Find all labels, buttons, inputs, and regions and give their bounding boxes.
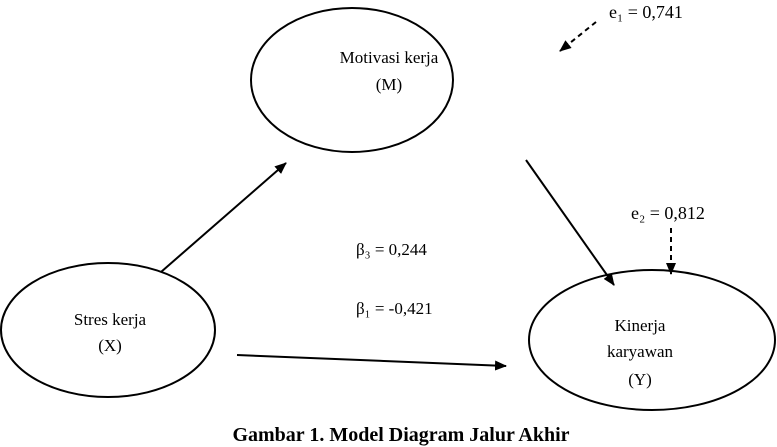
node-kinerja-karyawan: Kinerja karyawan (Y)	[528, 269, 776, 411]
figure-caption: Gambar 1. Model Diagram Jalur Akhir	[232, 424, 569, 446]
arrow-x-to-y	[236, 354, 507, 371]
node-kinerja-karyawan-symbol: (Y)	[628, 370, 652, 389]
error-label-e2: e₂ = 0,812	[631, 203, 705, 223]
node-stres-kerja: Stres kerja (X)	[0, 262, 216, 398]
node-kinerja-karyawan-label-line2: karyawan	[607, 342, 674, 361]
node-stres-kerja-ellipse	[0, 262, 216, 398]
arrow-m-to-y	[525, 159, 615, 286]
coefficient-beta3: β₃ = 0,244	[356, 240, 427, 259]
node-motivasi-kerja-symbol: (M)	[376, 75, 402, 94]
coefficient-beta1: β₁ = -0,421	[356, 299, 433, 318]
error-label-e1: e₁ = 0,741	[609, 2, 683, 22]
node-motivasi-kerja: Motivasi kerja (M)	[250, 7, 454, 153]
node-kinerja-karyawan-label-line1: Kinerja	[615, 316, 666, 335]
arrow-x-to-m	[160, 162, 287, 273]
node-stres-kerja-symbol: (X)	[98, 336, 122, 355]
node-motivasi-kerja-ellipse	[250, 7, 454, 153]
error-arrow-e1	[559, 21, 597, 52]
node-motivasi-kerja-label: Motivasi kerja	[340, 48, 439, 67]
node-stres-kerja-label: Stres kerja	[74, 310, 147, 329]
node-kinerja-karyawan-ellipse	[528, 269, 776, 411]
